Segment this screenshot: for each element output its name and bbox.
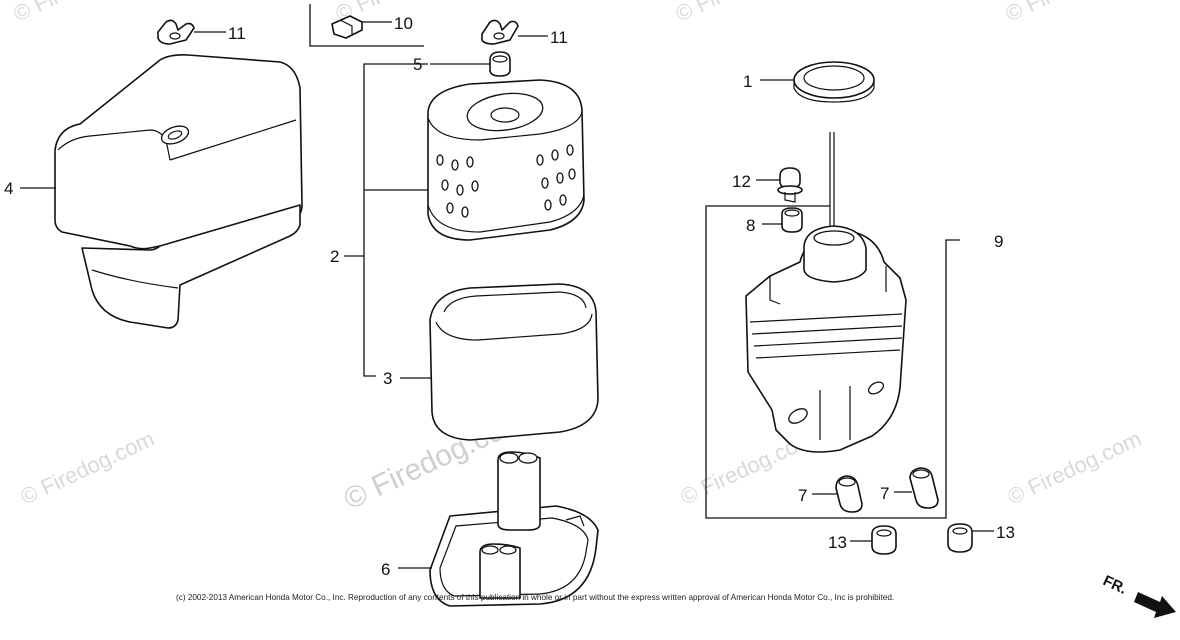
front-label: FR. [1100, 572, 1129, 598]
callout-6: 6 [381, 560, 390, 579]
part-seal-ring [793, 61, 875, 103]
callouts: 11 10 11 5 2 3 4 6 1 12 8 9 7 7 13 13 [4, 14, 1015, 579]
part-pipe-left [835, 475, 863, 513]
callout-12: 12 [732, 172, 751, 191]
part-pipe-right [909, 467, 939, 509]
leader-lines [20, 4, 994, 569]
callout-3: 3 [383, 369, 392, 388]
callout-8: 8 [746, 216, 755, 235]
callout-5: 5 [413, 55, 422, 74]
part-nut-right [947, 523, 973, 553]
callout-7-right: 7 [880, 484, 889, 503]
callout-11-mid: 11 [550, 28, 568, 47]
watermark-top-far-right: © Firedog.com [1002, 0, 1144, 27]
watermark-top-left: © Firedog.com [10, 0, 152, 27]
callout-9: 9 [994, 232, 1003, 251]
callout-4: 4 [4, 179, 13, 198]
watermark-top-right: © Firedog.com [672, 0, 814, 27]
part-collar [781, 207, 803, 233]
part-air-cleaner-base [429, 451, 599, 607]
callout-10: 10 [394, 14, 413, 33]
callout-11-left: 11 [228, 24, 246, 43]
filter-perforations [436, 144, 576, 218]
part-foam-element [429, 283, 599, 441]
part-filter-element [427, 79, 585, 241]
part-nut-left [871, 525, 897, 555]
bracket-part-9 [705, 205, 960, 519]
front-direction-marker: FR. [1100, 572, 1176, 618]
callout-13-right: 13 [996, 523, 1015, 542]
callout-13-left: 13 [828, 533, 847, 552]
part-air-cleaner-case [745, 132, 907, 453]
callout-7-left: 7 [798, 486, 807, 505]
watermark-left: © Firedog.com [17, 426, 159, 510]
part-grommet [489, 51, 511, 77]
part-air-cleaner-cover [54, 54, 303, 329]
part-clip [331, 15, 363, 39]
front-arrow-icon [1134, 592, 1176, 618]
part-wing-nut-mid [481, 19, 519, 45]
callout-2: 2 [330, 247, 339, 266]
callout-1: 1 [743, 72, 752, 91]
watermark-right: © Firedog.com [1004, 426, 1146, 510]
part-wing-nut-left [157, 19, 195, 45]
part-flange-bolt [777, 167, 803, 203]
copyright-notice: (c) 2002-2013 American Honda Motor Co., … [176, 593, 894, 602]
